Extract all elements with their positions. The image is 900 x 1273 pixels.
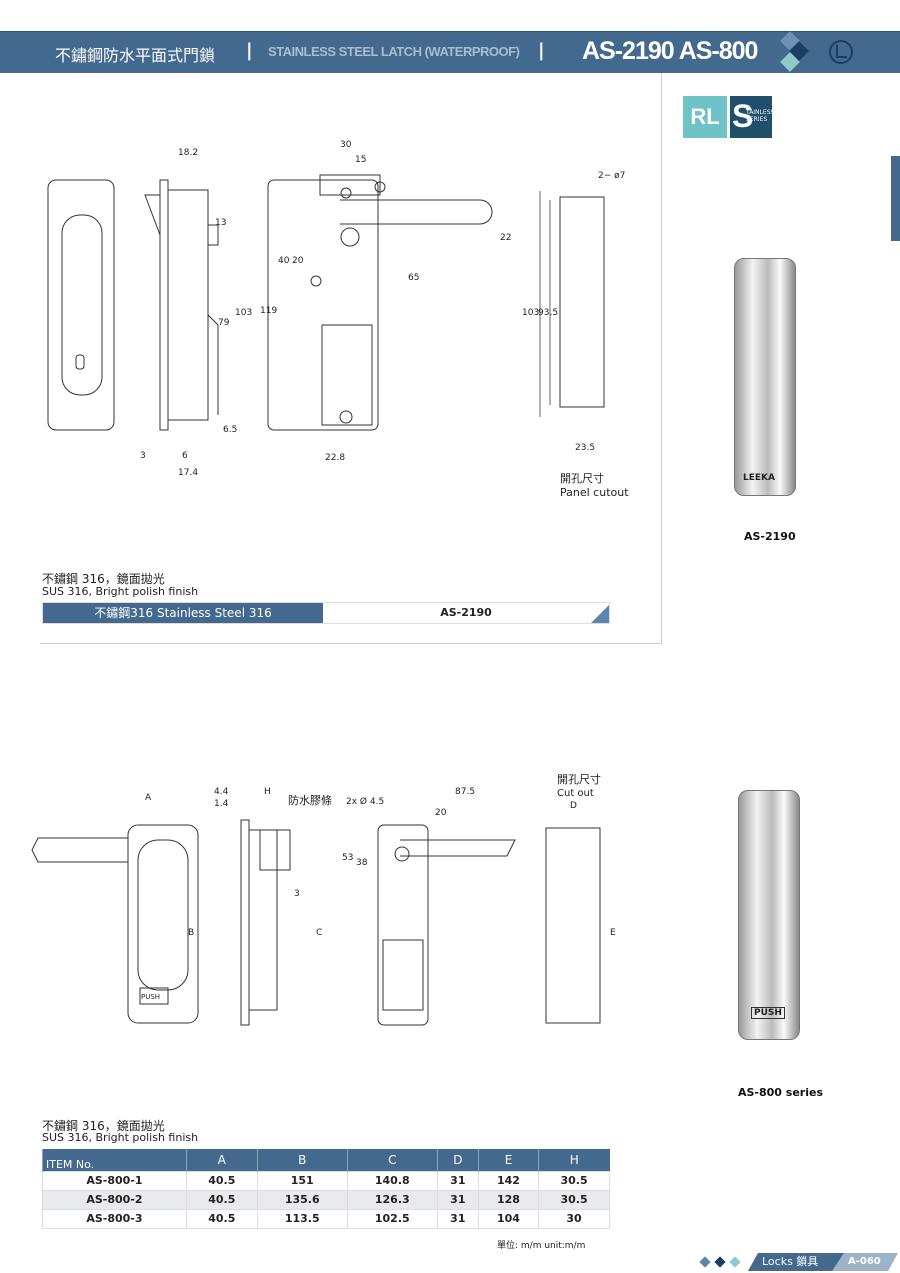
svg-text:30: 30 — [340, 140, 352, 150]
footer-section: Locks 鎖具 — [748, 1253, 848, 1271]
svg-text:40: 40 — [278, 256, 290, 266]
svg-text:38: 38 — [356, 858, 368, 868]
svg-text:H: H — [264, 787, 271, 797]
divider — [661, 73, 662, 643]
material-zh: 不鏽鋼 316，鏡面拋光 — [42, 1119, 165, 1133]
svg-text:1.4: 1.4 — [214, 799, 229, 809]
svg-text:65: 65 — [408, 273, 419, 283]
material-bar: 不鏽鋼316 Stainless Steel 316 AS-2190 — [42, 602, 610, 624]
svg-text:87.5: 87.5 — [455, 787, 475, 797]
svg-text:93.5: 93.5 — [538, 308, 558, 318]
as-800-product-photo: PUSH — [738, 790, 800, 1040]
svg-text:119: 119 — [260, 306, 277, 316]
svg-text:2− ø7: 2− ø7 — [598, 171, 625, 181]
svg-text:B: B — [188, 928, 194, 938]
company-logo-icon — [829, 40, 853, 64]
material-zh: 不鏽鋼 316，鏡面拋光 — [42, 572, 165, 586]
svg-text:103: 103 — [235, 308, 252, 318]
svg-text:6: 6 — [182, 451, 188, 461]
svg-text:D: D — [570, 801, 577, 811]
svg-text:22: 22 — [500, 233, 511, 243]
svg-text:3: 3 — [140, 451, 146, 461]
svg-text:17.4: 17.4 — [178, 468, 198, 478]
material-label: 不鏽鋼316 Stainless Steel 316 — [43, 603, 323, 623]
svg-text:防水膠條: 防水膠條 — [288, 793, 332, 807]
svg-text:4.4: 4.4 — [214, 787, 229, 797]
svg-text:53: 53 — [342, 853, 353, 863]
material-en: SUS 316, Bright polish finish — [42, 585, 199, 598]
title-en: STAINLESS STEEL LATCH (WATERPROOF) — [268, 44, 520, 59]
svg-text:E: E — [610, 928, 616, 938]
page-number: A-060 — [832, 1253, 898, 1271]
model-label: AS-2190 — [440, 606, 492, 619]
diamond-icon — [714, 1256, 726, 1268]
separator: | — [538, 40, 545, 61]
product-caption: AS-2190 — [744, 530, 796, 543]
svg-text:79: 79 — [218, 318, 230, 328]
diamond-icon — [699, 1256, 711, 1268]
title-zh: 不鏽鋼防水平面式門鎖 — [55, 46, 216, 65]
svg-text:開孔尺寸: 開孔尺寸 — [560, 471, 604, 485]
diamond-icon — [729, 1256, 741, 1268]
svg-text:C: C — [316, 928, 322, 938]
divider — [40, 643, 662, 644]
svg-text:23.5: 23.5 — [575, 443, 595, 453]
svg-text:20: 20 — [292, 256, 304, 266]
svg-text:13: 13 — [215, 218, 226, 228]
material-en: SUS 316, Bright polish finish — [42, 1131, 199, 1144]
product-caption: AS-800 series — [738, 1086, 824, 1099]
separator: | — [246, 40, 253, 61]
svg-text:3: 3 — [294, 889, 300, 899]
svg-text:Panel cutout: Panel cutout — [560, 486, 629, 499]
page-header: 不鏽鋼防水平面式門鎖 | STAINLESS STEEL LATCH (WATE… — [0, 31, 900, 73]
as-2190-technical-drawing: 18.2 13 79 103 6.5 3 6 17.4 30 15 40 20 … — [47, 140, 629, 499]
rl-logo: RL — [683, 96, 727, 138]
model-title: AS-2190 AS-800 — [582, 37, 758, 65]
svg-text:6.5: 6.5 — [223, 425, 237, 435]
svg-text:開孔尺寸: 開孔尺寸 — [557, 772, 601, 786]
svg-text:18.2: 18.2 — [178, 148, 198, 158]
svg-text:PUSH: PUSH — [141, 993, 160, 1001]
section-tab — [891, 156, 900, 241]
svg-text:2x Ø 4.5: 2x Ø 4.5 — [346, 796, 384, 807]
svg-text:15: 15 — [355, 155, 366, 165]
svg-text:103: 103 — [522, 308, 539, 318]
unit-note: 單位: m/m unit:m/m — [497, 1241, 586, 1251]
svg-text:20: 20 — [435, 808, 447, 818]
svg-text:A: A — [145, 793, 152, 803]
svg-text:Cut out: Cut out — [557, 788, 594, 799]
as-2190-product-photo: LEEKA — [734, 258, 796, 496]
as-800-technical-drawing: A B 4.4 1.4 H 防水膠條 3 C 2x Ø 4.5 87.5 20 … — [31, 772, 616, 1026]
svg-text:22.8: 22.8 — [325, 453, 345, 463]
